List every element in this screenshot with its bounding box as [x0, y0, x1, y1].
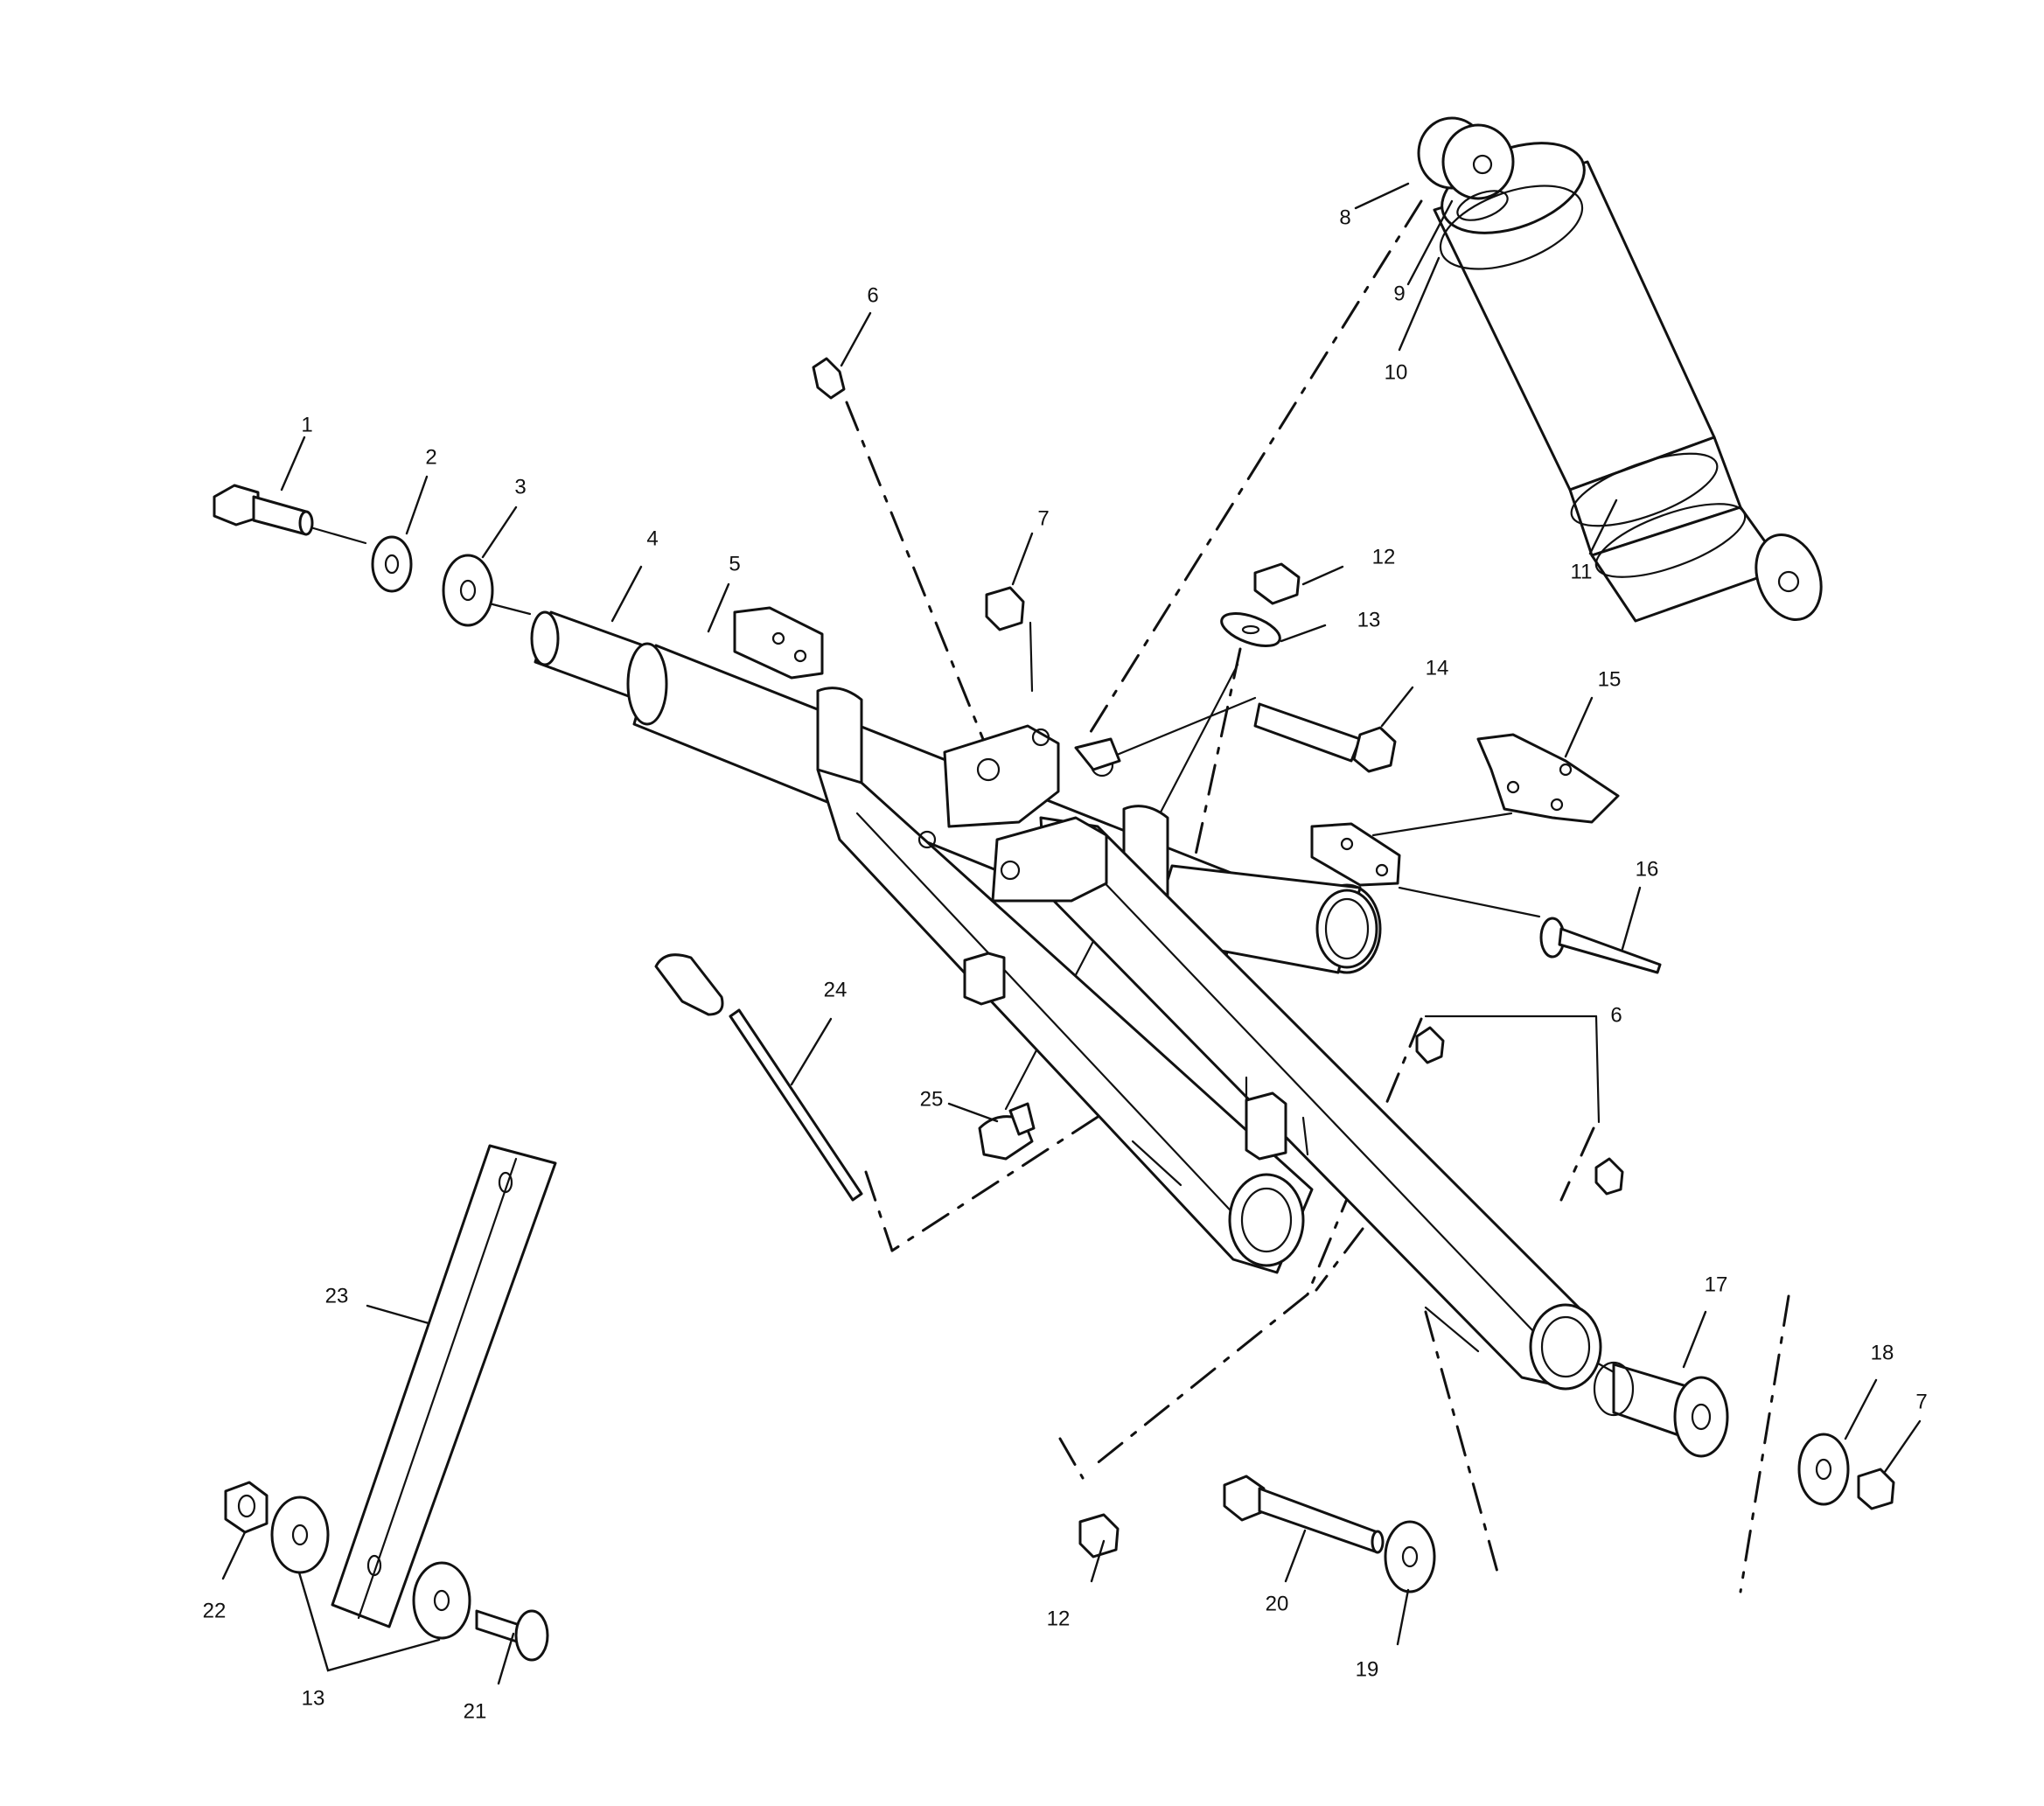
callout-15: 15	[1598, 667, 1622, 691]
swing-arm-assembly	[530, 606, 1602, 1391]
callout-11: 11	[1571, 560, 1593, 583]
leader-lines	[221, 182, 1922, 1685]
callout-6-right: 6	[1610, 1003, 1622, 1027]
callout-16: 16	[1636, 857, 1659, 881]
callout-6-top: 6	[867, 283, 878, 307]
callout-25: 25	[920, 1087, 944, 1111]
callouts: 1 2 3 4 5 6 6 7 7 8 9 10 11 12 12 13 13 …	[203, 206, 1928, 1723]
callout-8: 8	[1339, 206, 1350, 229]
hardware-parts	[213, 357, 1895, 1662]
shock-absorber	[1417, 116, 1823, 623]
callout-23: 23	[325, 1284, 349, 1307]
callout-4: 4	[646, 526, 658, 550]
callout-1: 1	[301, 413, 312, 436]
callout-19: 19	[1356, 1657, 1379, 1681]
callout-10: 10	[1385, 360, 1408, 384]
callout-12-top: 12	[1372, 545, 1396, 568]
callout-3: 3	[514, 475, 526, 499]
strap	[331, 1144, 557, 1628]
callout-22: 22	[203, 1599, 227, 1622]
callout-18: 18	[1871, 1341, 1894, 1364]
callout-12-bottom: 12	[1047, 1607, 1071, 1630]
callout-24: 24	[824, 978, 848, 1001]
callout-5: 5	[729, 552, 740, 575]
callout-14: 14	[1426, 656, 1449, 680]
callout-9: 9	[1393, 282, 1405, 305]
callout-7-top: 7	[1037, 506, 1049, 530]
left-arm	[816, 768, 1314, 1274]
callout-2: 2	[425, 445, 436, 469]
callout-21: 21	[464, 1699, 487, 1723]
callout-7-bottom: 7	[1915, 1390, 1927, 1413]
callout-13-top: 13	[1357, 608, 1381, 631]
callout-20: 20	[1266, 1592, 1289, 1615]
callout-13-bottom: 13	[302, 1686, 325, 1710]
callout-17: 17	[1705, 1273, 1728, 1296]
